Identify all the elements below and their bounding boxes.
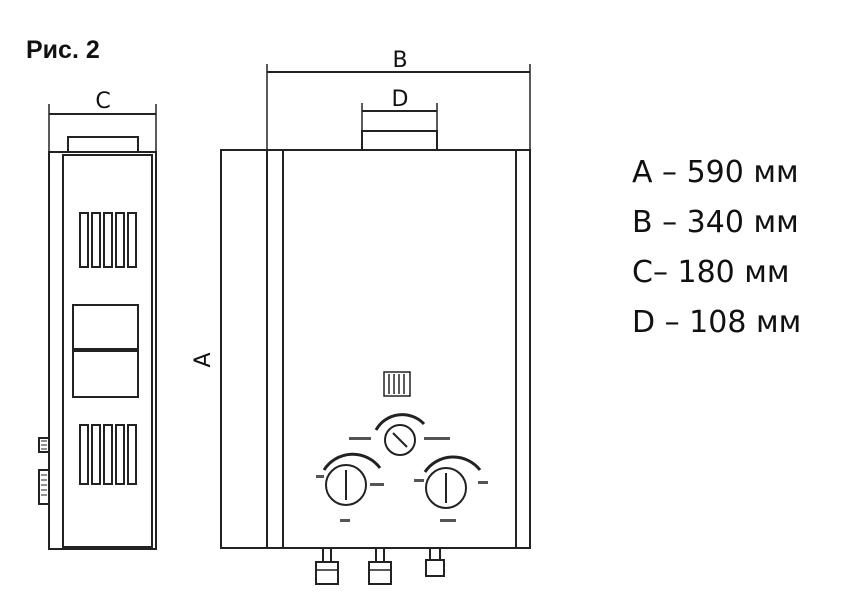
left-knob: [316, 452, 384, 522]
right-knob: [414, 455, 488, 522]
side-window-panels: [72, 304, 139, 398]
legend-item-d: D – 108 мм: [632, 305, 802, 340]
legend-item-a: A – 590 мм: [632, 155, 799, 190]
front-view: B D A: [191, 48, 531, 585]
side-fittings: [38, 437, 50, 505]
dimension-d-line: [361, 103, 438, 131]
side-inner-panel: [62, 154, 153, 548]
side-view: C: [38, 89, 157, 550]
dimension-c-label: C: [95, 89, 110, 114]
dimensions-legend: A – 590 мм B – 340 мм C– 180 мм D – 108 …: [632, 148, 801, 348]
side-top-vents: [79, 212, 137, 268]
side-bottom-vents: [79, 424, 137, 485]
dimension-b-line: [266, 64, 531, 150]
side-body: [48, 151, 157, 550]
dimension-a-label: A: [191, 352, 216, 367]
front-flue-outlet: [361, 130, 438, 151]
side-flue-outlet: [67, 136, 139, 153]
top-knob: [349, 413, 450, 456]
legend-item-c: C– 180 мм: [632, 255, 790, 290]
dimension-c-line: [48, 104, 157, 152]
legend-item-b: B – 340 мм: [632, 205, 799, 240]
figure-title: Рис. 2: [26, 36, 100, 64]
dimension-b-label: B: [392, 48, 407, 73]
flame-window: [383, 371, 411, 397]
dimension-d-label: D: [392, 87, 409, 112]
bottom-connectors: [315, 547, 445, 585]
